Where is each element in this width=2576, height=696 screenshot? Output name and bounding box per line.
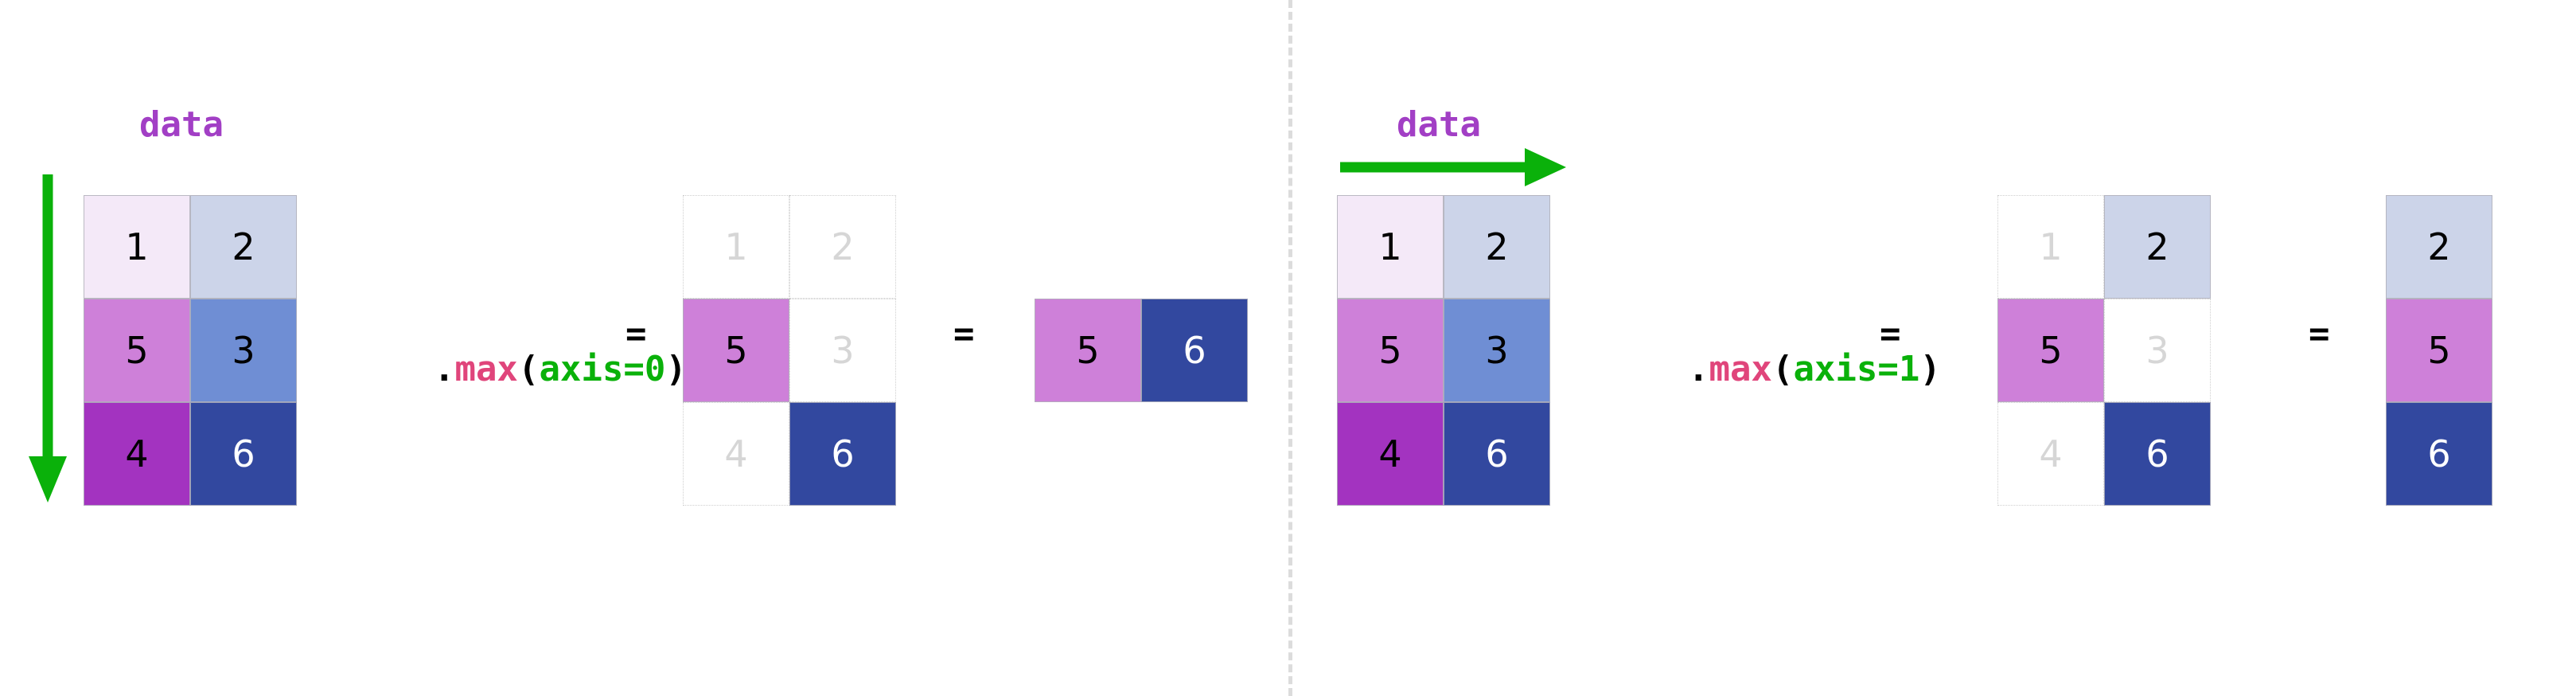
expression-close-paren: ) (1919, 349, 1941, 389)
matrix-cell: 6 (190, 402, 297, 506)
panel-divider (1288, 0, 1292, 696)
expression-function: max (1709, 349, 1772, 389)
expression-dot: . (1687, 349, 1709, 389)
matrix-cell: 5 (683, 299, 789, 402)
data-label-left: data (139, 104, 224, 145)
matrix-cell: 4 (683, 402, 789, 506)
matrix-cell: 1 (683, 195, 789, 299)
matrix-cell: 3 (2104, 299, 2211, 402)
matrix-cell: 2 (2386, 195, 2492, 299)
matrix-cell: 6 (1444, 402, 1550, 506)
matrix-cell: 2 (190, 195, 297, 299)
matrix-cell: 2 (2104, 195, 2211, 299)
axis0-result-matrix: 5 6 (1035, 299, 1248, 402)
matrix-cell: 5 (84, 299, 190, 402)
data-label-right: data (1397, 104, 1481, 145)
matrix-cell: 5 (2386, 299, 2492, 402)
matrix-cell: 5 (1035, 299, 1141, 402)
expression-open-paren: ( (517, 349, 540, 389)
matrix-cell: 4 (1997, 402, 2104, 506)
axis1-panel: data 1 2 5 3 4 6 .max(axis=1) = 1 2 5 3 … (1289, 0, 2576, 696)
axis0-source-matrix: 1 2 5 3 4 6 (84, 195, 297, 506)
matrix-cell: 3 (789, 299, 896, 402)
axis0-equals-1: = (625, 314, 647, 354)
matrix-cell: 3 (190, 299, 297, 402)
matrix-cell: 5 (1337, 299, 1444, 402)
axis1-result-matrix: 2 5 6 (2386, 195, 2492, 506)
expression-function: max (454, 349, 518, 389)
matrix-cell: 6 (1141, 299, 1248, 402)
axis1-arrow-right-icon (1340, 148, 1566, 186)
matrix-cell: 2 (1444, 195, 1550, 299)
matrix-cell: 6 (2104, 402, 2211, 506)
axis1-source-matrix: 1 2 5 3 4 6 (1337, 195, 1550, 506)
expression-dot: . (433, 349, 455, 389)
matrix-cell: 2 (789, 195, 896, 299)
matrix-cell: 1 (84, 195, 190, 299)
matrix-cell: 1 (1997, 195, 2104, 299)
matrix-cell: 6 (789, 402, 896, 506)
expression-argument: axis=1 (1793, 349, 1920, 389)
axis0-masked-matrix: 1 2 5 3 4 6 (683, 195, 896, 506)
matrix-cell: 4 (84, 402, 190, 506)
axis0-panel: data 1 2 5 3 4 6 .max(axis=0) = 1 2 5 3 … (29, 104, 1248, 506)
matrix-cell: 3 (1444, 299, 1550, 402)
expression-argument: axis=0 (539, 349, 666, 389)
axis0-expression: .max(axis=0) (307, 317, 687, 422)
axis1-equals-1: = (1880, 314, 1901, 354)
matrix-cell: 4 (1337, 402, 1444, 506)
axis1-masked-matrix: 1 2 5 3 4 6 (1997, 195, 2211, 506)
matrix-cell: 6 (2386, 402, 2492, 506)
axis0-equals-2: = (953, 314, 975, 354)
matrix-cell: 1 (1337, 195, 1444, 299)
axis0-arrow-down-icon (29, 174, 67, 502)
axis1-expression: .max(axis=1) (1561, 317, 1941, 422)
expression-open-paren: ( (1771, 349, 1794, 389)
matrix-cell: 5 (1997, 299, 2104, 402)
axis1-equals-2: = (2309, 314, 2330, 354)
